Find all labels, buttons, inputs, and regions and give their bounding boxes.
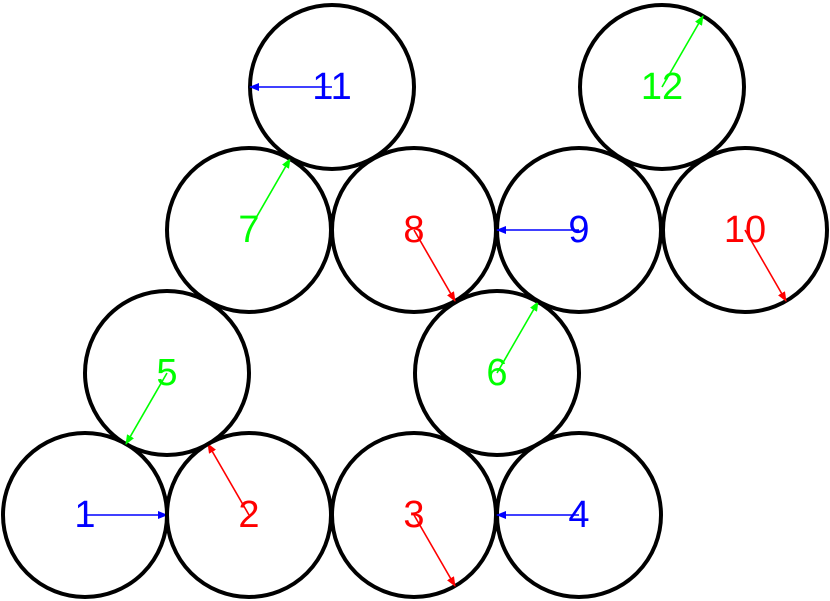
node-3-arrow — [413, 514, 456, 587]
node-12-arrow — [661, 15, 704, 88]
node-2: 2 — [165, 431, 333, 599]
node-9: 9 — [495, 146, 663, 314]
node-3-label: 3 — [403, 494, 424, 536]
node-12: 12 — [578, 3, 746, 171]
node-7-arrow — [248, 158, 291, 231]
node-11-label: 11 — [312, 66, 351, 108]
node-6-label: 6 — [486, 352, 507, 394]
node-9-label: 9 — [568, 209, 589, 251]
node-7: 7 — [165, 146, 333, 314]
node-8-arrow — [413, 229, 456, 302]
node-2-arrow — [207, 443, 250, 516]
node-5-arrow — [125, 372, 168, 445]
node-1-label: 1 — [74, 494, 95, 536]
node-6-arrow — [496, 301, 539, 374]
node-7-label: 7 — [238, 209, 259, 251]
node-4: 4 — [495, 431, 663, 599]
node-8: 8 — [330, 146, 498, 314]
node-5-label: 5 — [156, 352, 177, 394]
node-5-circle — [83, 289, 251, 457]
node-6: 6 — [413, 289, 581, 457]
node-12-circle — [578, 3, 746, 171]
node-4-label: 4 — [568, 494, 589, 536]
node-5: 5 — [83, 289, 251, 457]
node-10-label: 10 — [724, 209, 766, 251]
node-2-label: 2 — [238, 494, 259, 536]
node-1: 1 — [1, 431, 169, 599]
node-10: 10 — [661, 146, 829, 314]
node-10-circle — [661, 146, 829, 314]
node-10-arrow — [744, 229, 787, 302]
node-8-label: 8 — [403, 209, 424, 251]
node-3: 3 — [330, 431, 498, 599]
node-11: 11 — [248, 3, 416, 171]
node-6-circle — [413, 289, 581, 457]
node-12-label: 12 — [641, 66, 683, 108]
